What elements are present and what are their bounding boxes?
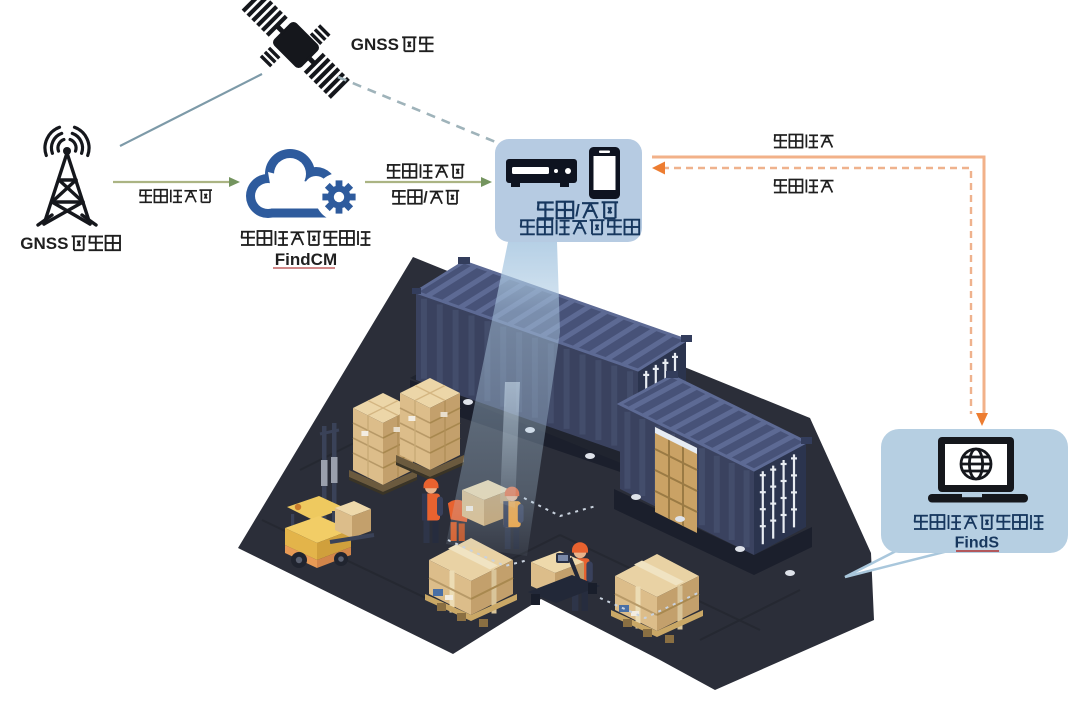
svg-text:/: / <box>575 201 580 220</box>
svg-text:FindCM: FindCM <box>275 250 337 269</box>
svg-text:FindS: FindS <box>955 535 1000 552</box>
svg-text:GNSS: GNSS <box>351 35 399 54</box>
svg-text:GNSS: GNSS <box>20 234 68 253</box>
svg-text:/: / <box>423 190 428 207</box>
